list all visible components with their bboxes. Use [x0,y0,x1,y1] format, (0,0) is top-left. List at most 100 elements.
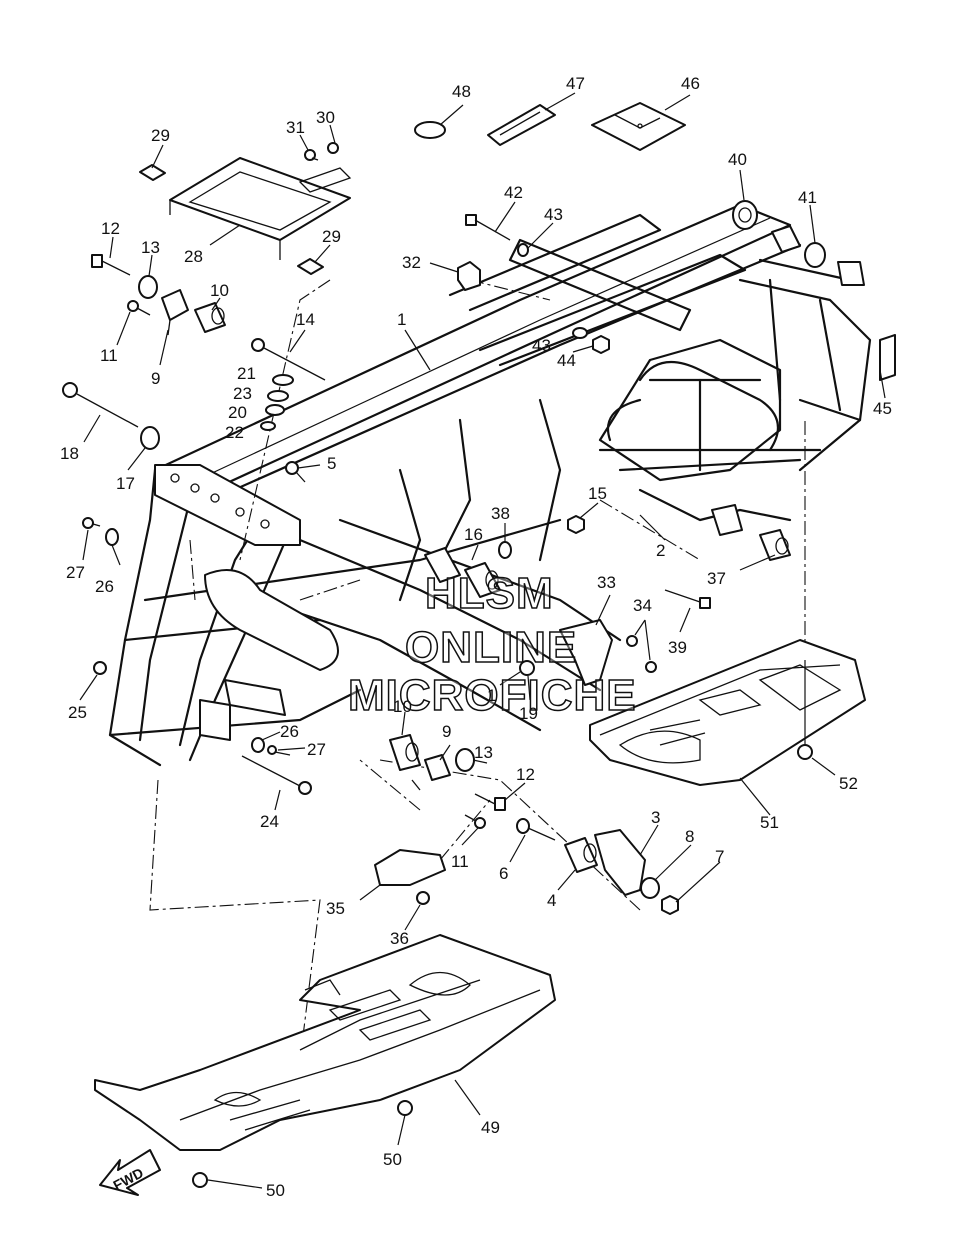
callout-4: 4 [547,891,556,910]
bolt-50b [192,1172,208,1188]
callout-29b: 29 [322,227,341,246]
nut-44 [592,335,610,354]
callout-22: 22 [225,423,244,442]
washer-43b [572,327,588,339]
callout-8: 8 [685,827,694,846]
callout-10a: 10 [210,281,229,300]
bracket-3 [594,829,646,896]
callout-47: 47 [566,74,585,93]
callout-46: 46 [681,74,700,93]
collar-13b [455,748,475,772]
collar-13a [138,275,158,299]
collar-41 [771,225,865,286]
callout-1: 1 [397,310,406,329]
callout-12b: 12 [516,765,535,784]
watermark-line2: ONLINE [405,623,577,672]
watermark-line3: MICROFICHE [348,671,637,720]
bolt-42 [465,214,511,241]
callout-28: 28 [184,247,203,266]
bolt-18 [62,382,139,428]
bolt-39 [664,589,711,609]
collar-17 [140,426,160,450]
bracket-9b [411,754,451,791]
bolt-36 [416,891,430,905]
callout-41: 41 [798,188,817,207]
callout-16: 16 [464,525,483,544]
callout-27a: 27 [66,563,85,582]
bolt-11a [127,300,151,316]
o-ring-48 [414,121,446,139]
bracket-9a [161,289,189,336]
washer-20 [265,404,285,416]
bracket-28 [169,157,352,260]
callout-7: 7 [715,847,724,866]
callout-13a: 13 [141,238,160,257]
callout-11a: 11 [100,346,118,365]
skid-plate-49 [94,934,556,1151]
callout-29a: 29 [151,126,170,145]
fwd-direction-arrow: FWD [99,1149,161,1196]
washer-23 [267,390,289,402]
callout-19: 19 [519,704,538,723]
bolt-31 [304,149,319,161]
nut-15 [567,515,585,534]
collar-38 [498,541,512,559]
callout-21: 21 [237,364,256,383]
callout-23: 23 [233,384,252,403]
tool-47 [487,104,556,146]
collar-8 [640,877,660,899]
callout-labels: 48 47 46 30 31 29 40 41 42 43 29 28 12 1… [60,74,892,1200]
skid-plate-51 [589,639,866,786]
callout-10b: 10 [393,697,412,716]
callout-50b: 50 [266,1181,285,1200]
bracket-35 [374,849,446,886]
bushing-16 [424,547,501,598]
bolt-34a [626,635,638,647]
nut-19 [519,660,535,676]
callout-50a: 50 [383,1150,402,1169]
callout-9a: 9 [151,369,160,388]
callout-12a: 12 [101,219,120,238]
bolt-34b [645,661,657,673]
bushing-4 [564,837,598,873]
callout-14: 14 [296,310,315,329]
washer-26a [105,528,119,546]
callout-2: 2 [656,541,665,560]
bolt-50a [397,1100,413,1116]
callout-36: 36 [390,929,409,948]
callout-43b: 43 [532,336,551,355]
clip-29a [139,164,166,181]
bolt-11b [464,814,486,829]
bolt-24 [241,755,312,795]
callout-42: 42 [504,183,523,202]
callout-9b: 9 [442,722,451,741]
callout-45: 45 [873,399,892,418]
washer-21 [272,374,294,386]
nut-7 [661,895,679,915]
callout-38: 38 [491,504,510,523]
bolt-14 [251,338,326,381]
callout-51: 51 [760,813,779,832]
washer-26b [251,737,265,753]
callout-3: 3 [651,808,660,827]
callout-18: 18 [60,444,79,463]
callout-11b: 11 [451,852,469,871]
callout-25: 25 [68,703,87,722]
callout-24: 24 [260,812,279,831]
callout-1b: 1 [487,686,496,705]
bushing-10a [194,302,226,333]
bolt-52 [797,744,813,760]
callout-27b: 27 [307,740,326,759]
callout-33: 33 [597,573,616,592]
label-45 [879,334,896,381]
callout-34: 34 [633,596,652,615]
callout-31: 31 [286,118,305,137]
bracket-33 [559,619,613,686]
callout-39: 39 [668,638,687,657]
bolt-6 [516,818,556,841]
callout-13b: 13 [474,743,493,762]
watermark: HLSM ONLINE MICROFICHE [347,568,637,721]
callout-26b: 26 [280,722,299,741]
washer-22 [260,421,276,431]
callout-48: 48 [452,82,471,101]
